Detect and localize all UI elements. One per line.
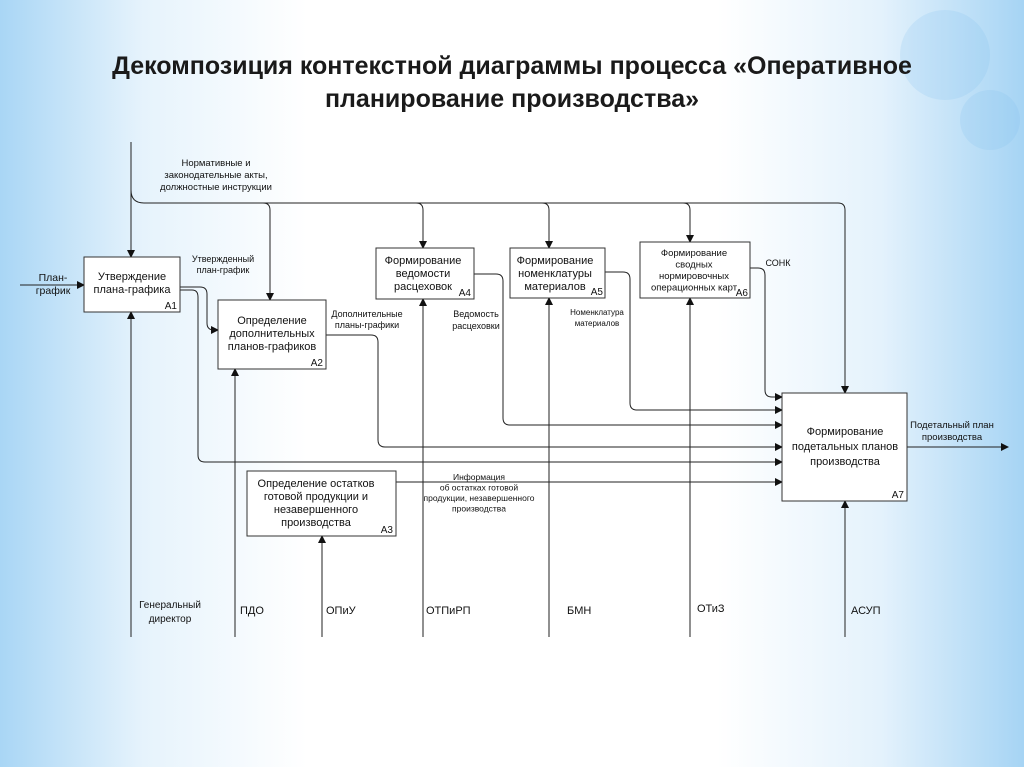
svg-text:A7: A7 bbox=[892, 490, 905, 501]
svg-text:A3: A3 bbox=[381, 525, 394, 536]
mechanism-label-opiu: ОПиУ bbox=[326, 605, 357, 617]
control-arrows bbox=[127, 142, 849, 394]
mechanism-label-bmn: БМН bbox=[567, 605, 591, 617]
input-label-plan: План-график bbox=[36, 272, 71, 297]
mechanism-label-asup: АСУП bbox=[851, 605, 881, 617]
flow-arrows bbox=[20, 267, 1009, 486]
background-bokeh bbox=[900, 10, 990, 100]
mechanism-label-otiz: ОТиЗ bbox=[697, 603, 725, 615]
svg-text:A6: A6 bbox=[736, 288, 749, 299]
svg-text:A5: A5 bbox=[591, 287, 604, 298]
page-title: Декомпозиция контекстной диаграммы проце… bbox=[0, 50, 1024, 116]
label-sonk: СОНК bbox=[765, 258, 791, 268]
svg-text:A1: A1 bbox=[165, 301, 178, 312]
background-bokeh bbox=[960, 90, 1020, 150]
title-line-1: Декомпозиция контекстной диаграммы проце… bbox=[112, 52, 912, 80]
mechanism-label-otpirp: ОТПиРП bbox=[426, 605, 471, 617]
mechanism-arrows bbox=[127, 297, 849, 637]
svg-text:A2: A2 bbox=[311, 358, 324, 369]
mechanism-label-pdo: ПДО bbox=[240, 605, 264, 617]
svg-text:A4: A4 bbox=[459, 288, 472, 299]
title-line-2: планирование производства» bbox=[324, 85, 700, 113]
